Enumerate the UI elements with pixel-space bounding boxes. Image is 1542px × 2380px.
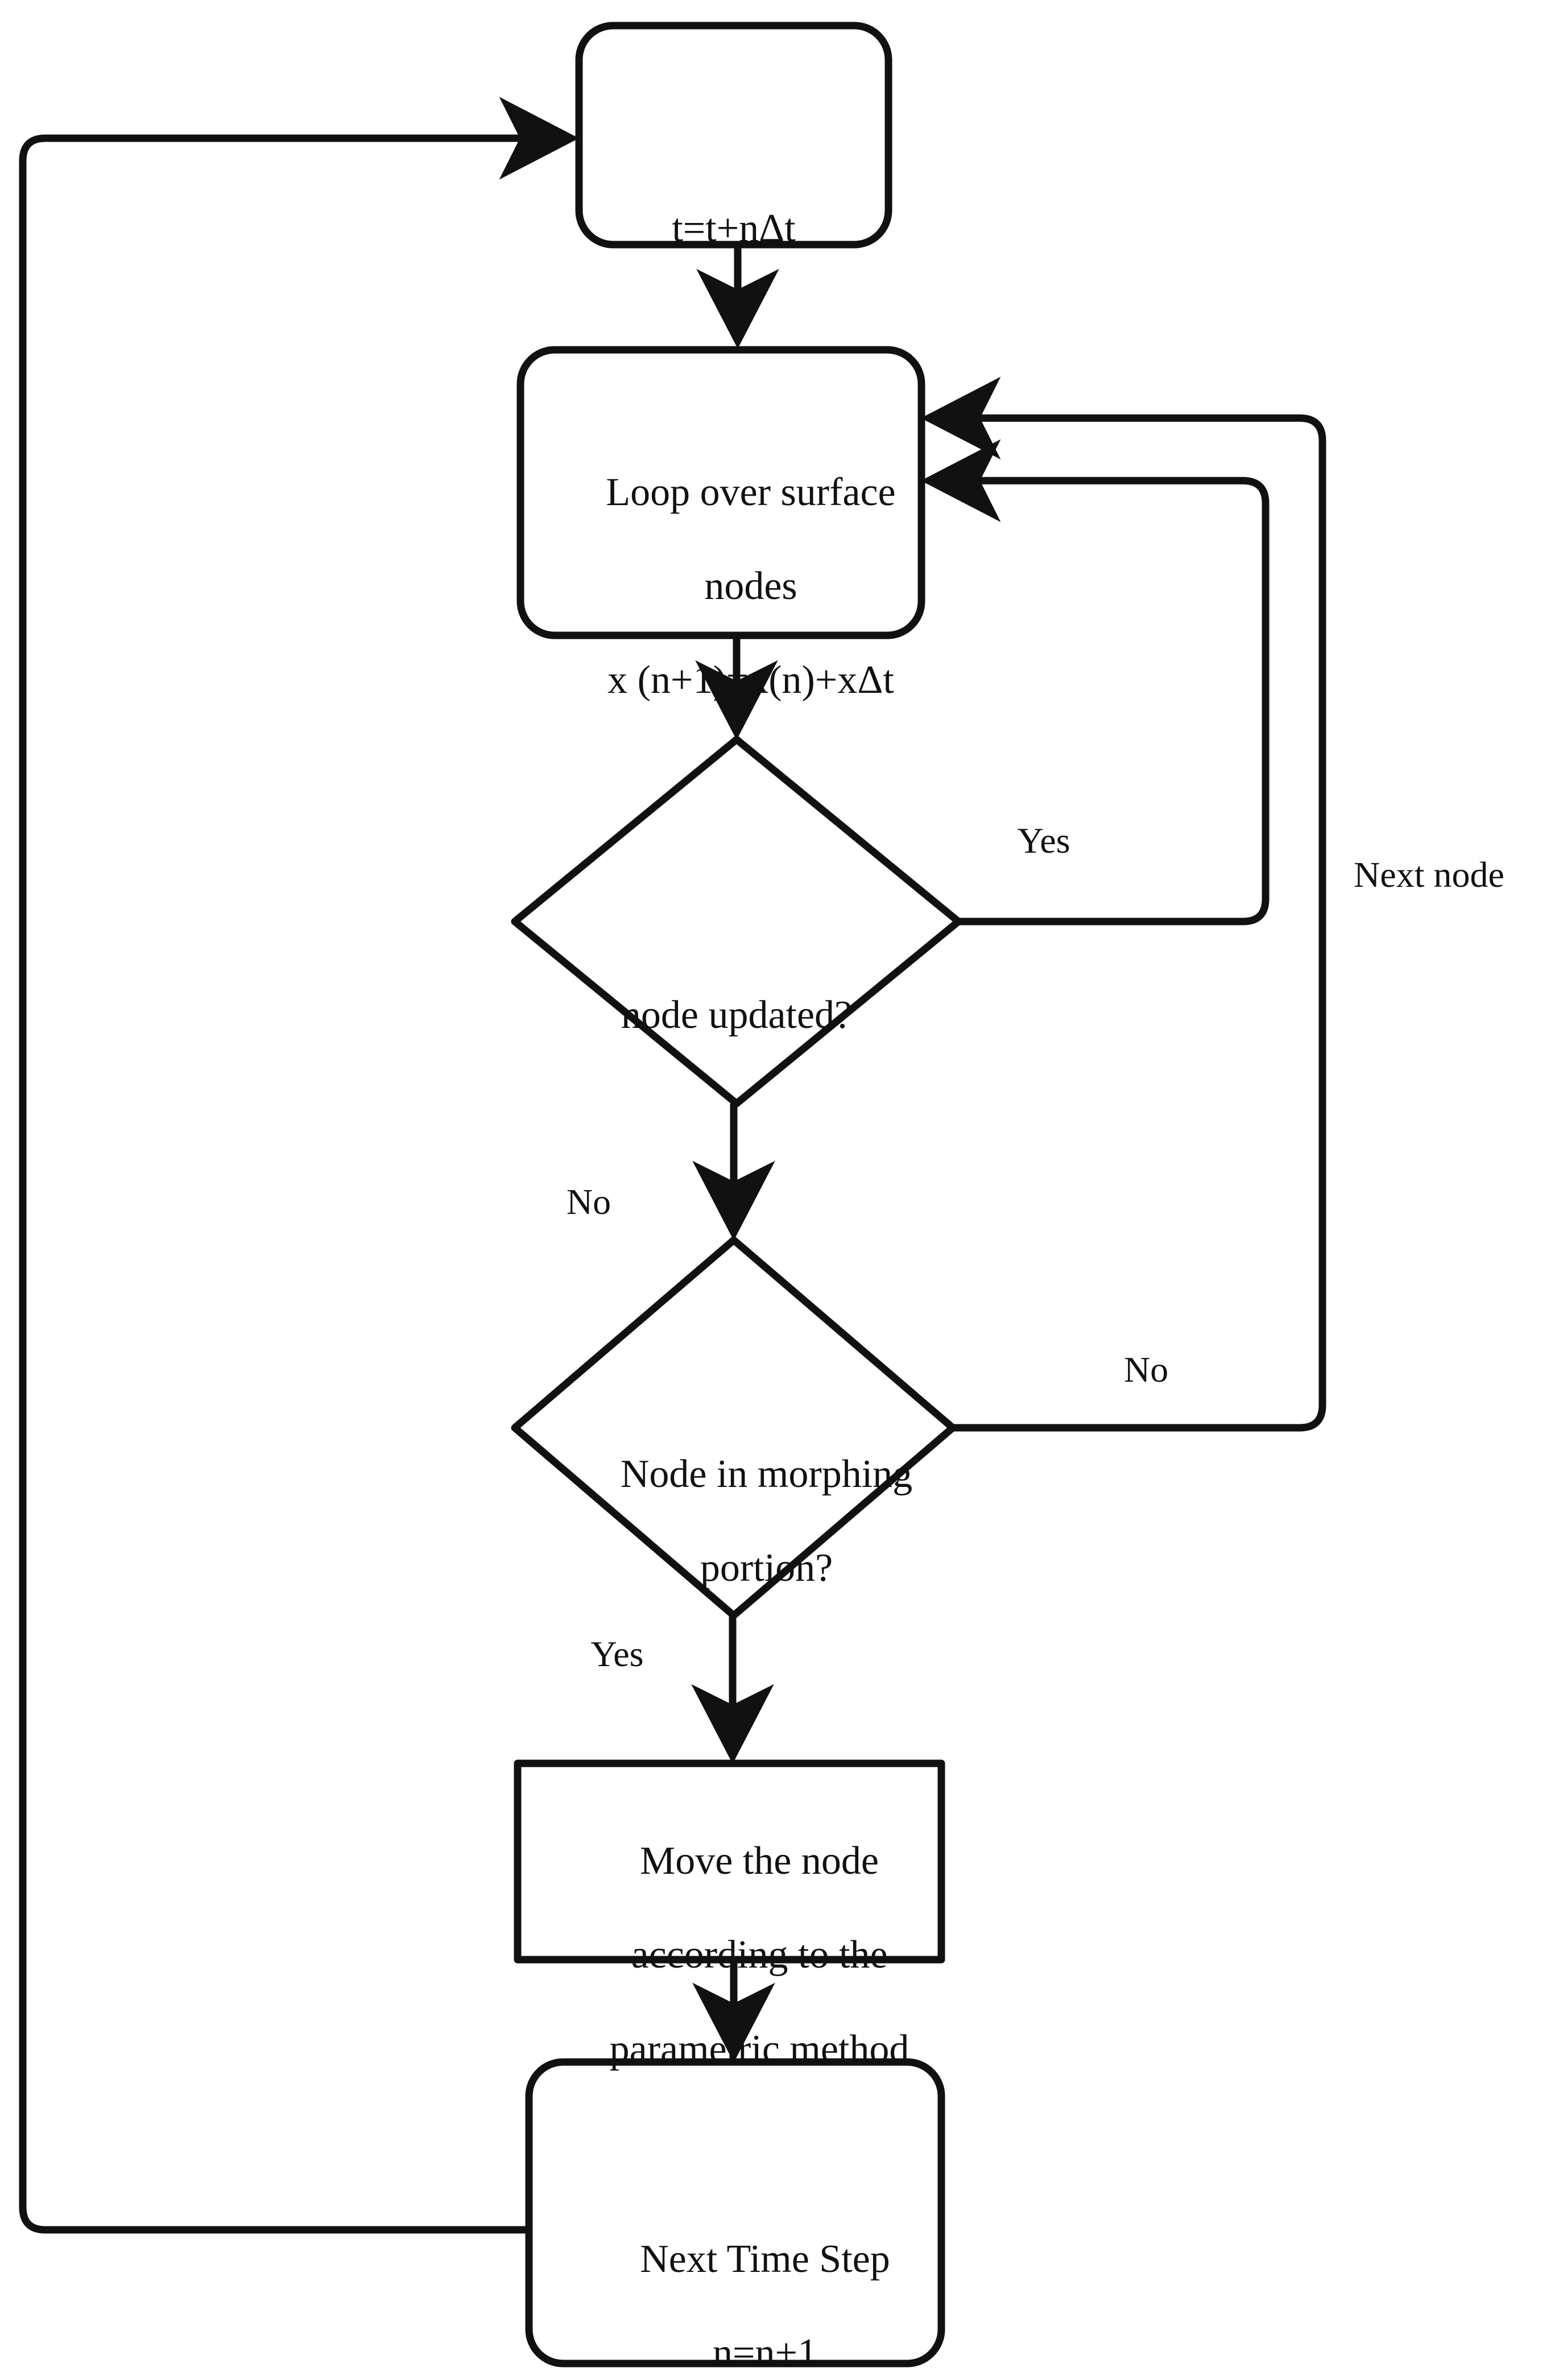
edge-label-next-node: Next node (1354, 854, 1504, 895)
edge-label-morphing-yes: Yes (590, 1634, 644, 1674)
edge-morphing-no-loop (920, 377, 1326, 1432)
node-move-shape (514, 1759, 945, 1964)
node-loop-line2: nodes (704, 564, 797, 608)
node-time-advance-label: t=t+nΔt (672, 206, 796, 251)
node-node-updated: node updated? (532, 879, 941, 1037)
node-node-updated-label: node updated? (621, 993, 853, 1037)
node-time-advance: t=t+nΔt (579, 26, 888, 250)
node-loop-line3: x (n+1)=x(n)+xΔt (607, 658, 894, 703)
edge-next-step-to-time (19, 97, 580, 2234)
node-node-morphing: Node in morphing portion? (515, 1357, 958, 1590)
node-loop-line1: Loop over surface (606, 470, 896, 514)
edge-label-morphing-no: No (1123, 1349, 1169, 1390)
node-morphing-line2: portion? (700, 1546, 833, 1590)
node-move-line2: according to the (631, 1933, 888, 1977)
edge-label-updated-no: No (566, 1181, 611, 1222)
node-move-line3: parametric method (609, 2027, 910, 2071)
edge-updated-yes-loop (920, 439, 1270, 925)
node-next-step-line2: n=n+1 (713, 2331, 817, 2375)
node-loop-nodes: Loop over surface nodes x (n+1)=x(n)+xΔt (520, 350, 921, 702)
node-move-node: Move the node according to the parametri… (518, 1763, 941, 2071)
node-next-step-line1: Next Time Step (640, 2237, 890, 2282)
node-morphing-line1: Node in morphing (620, 1452, 913, 1497)
node-next-time-step: Next Time Step n=n+1 (529, 2062, 941, 2375)
edge-label-updated-yes: Yes (1017, 820, 1070, 861)
node-move-line1: Move the node (640, 1839, 879, 1883)
